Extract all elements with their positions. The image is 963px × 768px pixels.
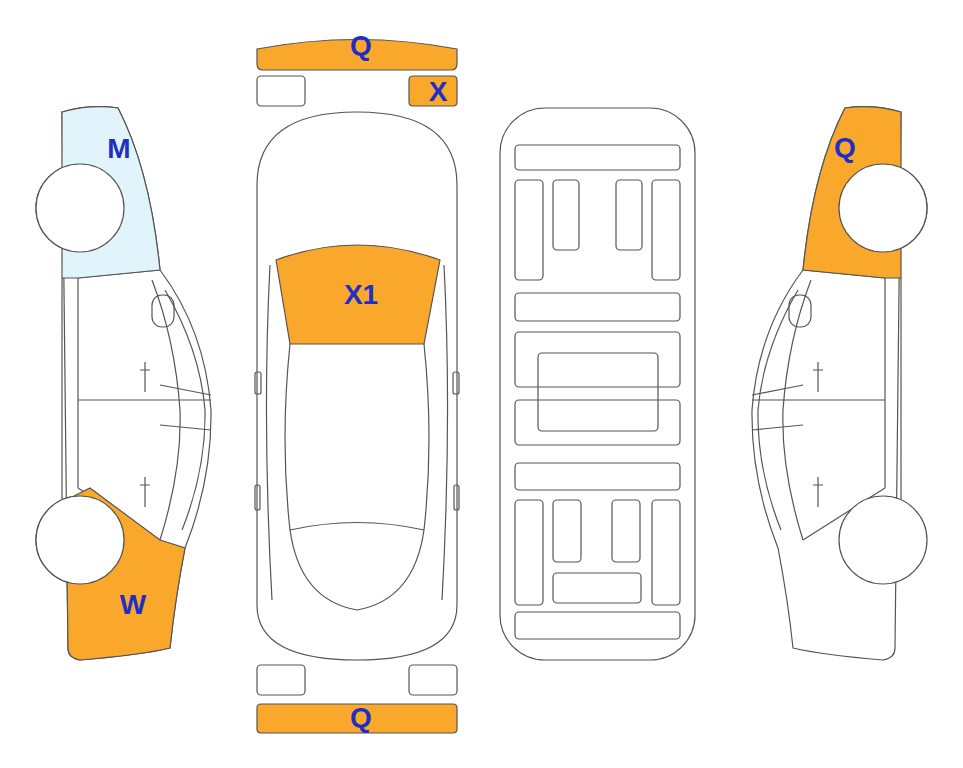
- marker-box: [409, 665, 457, 695]
- damage-area: X: [409, 76, 457, 106]
- damage-area: X1: [274, 236, 442, 346]
- area-fill: [409, 76, 457, 106]
- area-fill: [276, 245, 440, 344]
- damage-code: W: [120, 591, 146, 619]
- area-shape: [788, 104, 903, 280]
- damage-area: Q: [788, 104, 903, 280]
- damage-code: M: [107, 135, 130, 163]
- marker-box: [257, 76, 305, 106]
- damage-area: M: [60, 104, 168, 280]
- area-shape: [60, 104, 168, 280]
- car-side-view: [36, 107, 211, 660]
- area-shape: [66, 484, 188, 662]
- car-underbody: [500, 108, 695, 660]
- marker-box: [257, 665, 305, 695]
- damage-code: X1: [344, 281, 378, 309]
- damage-code: Q: [350, 704, 372, 732]
- car-side-view: [752, 107, 927, 660]
- wheel: [36, 164, 124, 252]
- damage-code: Q: [350, 32, 372, 60]
- wheel: [36, 496, 124, 584]
- damage-area: Q: [257, 36, 457, 71]
- wheel: [839, 164, 927, 252]
- damage-code: Q: [834, 134, 856, 162]
- damage-code: X: [429, 78, 448, 106]
- car-top-view: [255, 112, 459, 660]
- area-fill: [257, 704, 457, 733]
- damage-area: Q: [257, 704, 457, 734]
- damage-area: W: [66, 484, 188, 662]
